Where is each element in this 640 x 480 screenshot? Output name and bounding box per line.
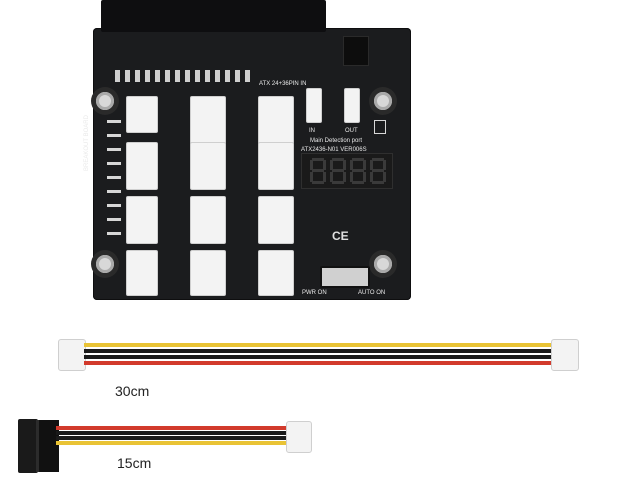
short-cable-length-label: 15cm <box>117 455 152 471</box>
atx-input-header <box>101 0 326 32</box>
detection-port-in <box>306 88 322 123</box>
long-cable-length-label: 30cm <box>115 383 150 399</box>
pcie-connector-c2-r4 <box>190 250 226 296</box>
sata-connector-body <box>36 420 59 472</box>
short-cable-wires <box>56 426 288 446</box>
pcie-connector-c1-r4 <box>126 250 158 296</box>
ce-mark: CE <box>332 229 349 243</box>
led-column <box>107 120 121 240</box>
pcie-connector-c1-r2 <box>126 142 158 190</box>
long-cable-connector-left <box>58 339 86 371</box>
detection-port-label: Main Detection port <box>310 138 363 144</box>
board-side-label: BREAKOUT BOARD <box>83 115 90 171</box>
pcie-connector-c3-r1 <box>258 96 294 144</box>
pcie-connector-c3-r3 <box>258 196 294 244</box>
sata-connector <box>18 419 38 473</box>
pcie-connector-c1-r1 <box>126 96 158 133</box>
port-out-label: OUT <box>345 128 358 134</box>
auto-on-label: AUTO ON <box>358 290 386 296</box>
mount-hole-bl <box>96 255 114 273</box>
long-cable-connector-right <box>551 339 579 371</box>
switch-block <box>343 36 369 66</box>
weee-bin-icon <box>374 120 386 134</box>
pcie-connector-c2-r2 <box>190 142 226 190</box>
port-in-label: IN <box>309 128 315 134</box>
pcie-connector-c2-r3 <box>190 196 226 244</box>
long-cable-wires <box>84 343 551 365</box>
mount-hole-tl <box>96 92 114 110</box>
power-switch <box>320 266 370 288</box>
short-cable-connector <box>286 421 312 453</box>
pcie-connector-c1-r3 <box>126 196 158 244</box>
resistor-row <box>115 70 255 82</box>
detection-port-out <box>344 88 360 123</box>
seven-segment-display <box>301 153 393 189</box>
mount-hole-tr <box>374 92 392 110</box>
pcie-connector-c3-r2 <box>258 142 294 190</box>
pcie-connector-c2-r1 <box>190 96 226 144</box>
pcie-connector-c3-r4 <box>258 250 294 296</box>
pwr-on-label: PWR ON <box>302 290 327 296</box>
model-label: ATX2436-N01 VER006S <box>301 147 367 153</box>
mount-hole-br <box>374 255 392 273</box>
board-title-label: ATX 24+36PIN IN <box>259 81 307 87</box>
